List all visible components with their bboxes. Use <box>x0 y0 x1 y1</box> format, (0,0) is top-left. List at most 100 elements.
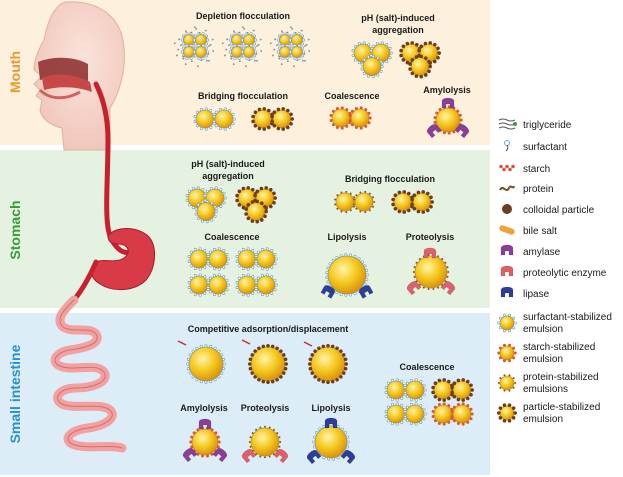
esophagus <box>93 81 133 255</box>
colloidal-particle-icon <box>502 204 512 214</box>
droplet <box>384 378 408 402</box>
legend-label: surfactant-stabilized <box>523 312 612 323</box>
droplet <box>403 378 427 402</box>
droplet <box>192 44 210 60</box>
stomach-lipolysis-illustration <box>320 253 374 299</box>
mouth-amylolysis-title: Amylolysis <box>423 85 471 95</box>
amylase-icon <box>441 97 455 109</box>
droplet <box>410 190 435 214</box>
proteolytic-enzyme-shape <box>500 265 514 277</box>
stomach-ph-title-1: pH (salt)-induced <box>191 159 265 169</box>
droplet <box>235 273 259 297</box>
surfactant-emulsion-icon <box>497 313 517 333</box>
legend-label: emulsion <box>523 324 563 335</box>
amylase-icon <box>454 123 470 139</box>
legend-label: colloidal particle <box>523 205 595 216</box>
droplet <box>194 199 218 224</box>
droplet <box>450 402 474 426</box>
lipase-shape <box>500 286 514 298</box>
amylase-shape <box>500 244 514 256</box>
mouth-label: Mouth <box>7 51 23 93</box>
droplet <box>193 107 217 131</box>
lipase-icon <box>358 285 374 299</box>
legend-label: emulsion <box>523 414 563 425</box>
bile-salt-icon <box>499 225 515 235</box>
mouth-ph-title-2: aggregation <box>372 25 424 35</box>
legend-label: protein-stabilized <box>523 372 599 383</box>
droplet <box>270 107 295 131</box>
stomach-proteolysis-illustration <box>406 247 456 296</box>
protein-icon <box>499 185 516 192</box>
si-amylolysis-illustration <box>182 418 228 463</box>
amylase-icon <box>426 123 442 139</box>
si-coalescence-illustration <box>384 378 475 426</box>
legend-label: starch-stabilized <box>523 342 595 353</box>
droplet <box>206 247 230 271</box>
legend-label: bile salt <box>523 226 557 237</box>
droplet <box>254 273 278 297</box>
legend-label: triglyceride <box>523 120 572 131</box>
stomach-ph-title-2: aggregation <box>202 171 254 181</box>
amylase-icon <box>500 244 514 256</box>
droplet <box>187 273 211 297</box>
droplet <box>240 44 258 60</box>
droplet <box>450 378 475 402</box>
droplet <box>308 344 349 385</box>
depletion-flocculation-illustration <box>173 26 311 68</box>
stomach-proteolysis-title: Proteolysis <box>406 232 455 242</box>
proteolytic-enzyme-icon <box>273 448 289 464</box>
stomach-ph-aggregation-illustration <box>185 186 278 224</box>
droplet <box>244 199 269 224</box>
legend-label: protein <box>523 184 554 195</box>
stomach-coalescence-illustration <box>187 247 278 297</box>
legend-item: colloidal particle <box>502 204 595 216</box>
legend-label: surfactant <box>523 142 567 153</box>
si-competitive-illustration <box>177 339 349 385</box>
amylase-icon <box>182 447 198 463</box>
starch-emulsion-icon <box>497 343 517 363</box>
droplet <box>329 106 353 130</box>
mouth-bridging-illustration <box>193 107 295 131</box>
legend-label: starch <box>523 164 550 175</box>
droplet <box>391 190 416 214</box>
droplet <box>251 107 276 131</box>
stomach-bridging-title: Bridging flocculation <box>345 174 435 184</box>
stomach-label: Stomach <box>7 200 23 259</box>
legend-label: amylase <box>523 247 561 258</box>
si-proteolysis-illustration <box>241 425 289 464</box>
head-illustration <box>33 1 125 151</box>
legend-item: proteolytic enzyme <box>500 265 607 279</box>
si-coalescence-title: Coalescence <box>399 362 454 372</box>
lipase-icon <box>324 417 338 429</box>
droplet <box>360 54 384 79</box>
legend-label: proteolytic enzyme <box>523 268 607 279</box>
legend-label: particle-stabilized <box>523 402 600 413</box>
mouth-coalescence-illustration <box>329 106 372 130</box>
droplet <box>186 344 226 384</box>
si-lipolysis-illustration <box>306 417 356 465</box>
particle-droplet <box>497 403 517 423</box>
si-lipolysis-title: Lipolysis <box>311 403 350 413</box>
proteolytic-enzyme-icon <box>241 448 257 464</box>
droplet <box>288 44 306 60</box>
si-amylolysis-title: Amylolysis <box>180 403 228 413</box>
droplet <box>254 247 278 271</box>
droplet <box>248 344 289 385</box>
lipase-icon <box>306 449 322 465</box>
legend-item: protein <box>499 184 554 195</box>
droplet <box>192 32 210 48</box>
si-competitive-title: Competitive adsorption/displacement <box>188 324 349 334</box>
proteolytic-enzyme-icon <box>423 247 437 259</box>
legend: triglyceride surfactant starch protein collo… <box>497 118 612 425</box>
proteolytic-enzyme-icon <box>440 280 456 296</box>
starch-droplet <box>497 343 517 363</box>
stomach-lipolysis-title: Lipolysis <box>327 232 366 242</box>
droplet <box>334 190 357 214</box>
amylase-icon <box>198 418 212 430</box>
stomach-coalescence-title: Coalescence <box>204 232 259 242</box>
